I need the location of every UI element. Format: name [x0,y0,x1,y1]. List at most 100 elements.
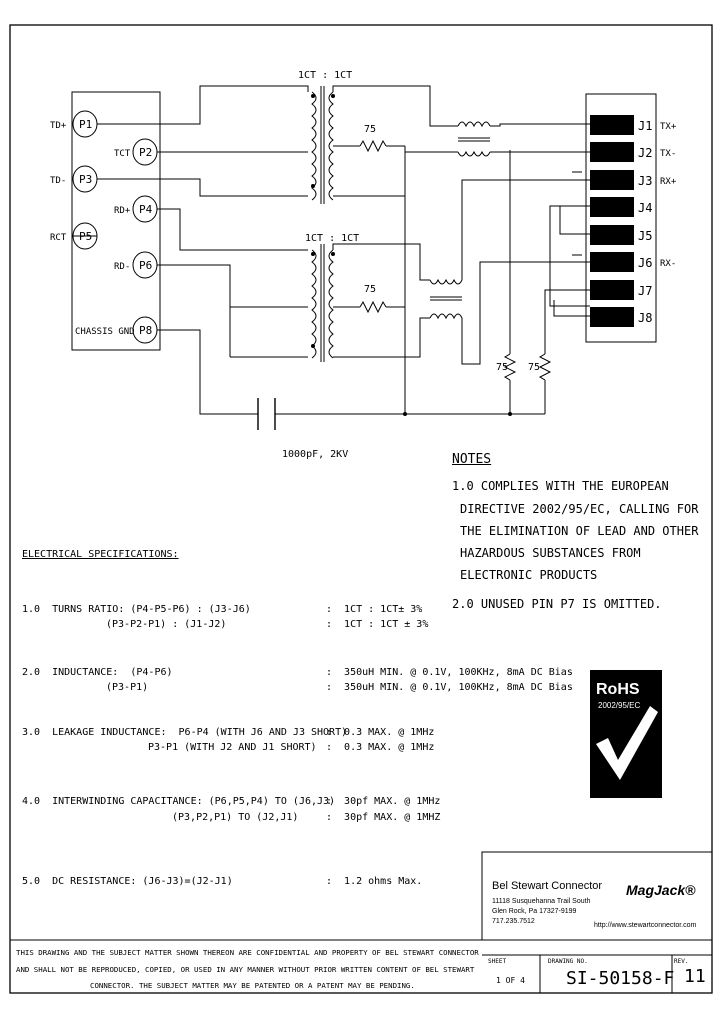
magjack-logo: MagJack® [626,882,696,898]
capacitor [257,398,276,430]
pin-p1-label: P1 [79,118,92,131]
specs-title: ELECTRICAL SPECIFICATIONS: [22,549,179,560]
tx-minus-label: TX- [660,149,676,159]
contact-j3 [590,170,634,190]
jack-j8-label: J8 [638,311,652,325]
capacitor-label: 1000pF, 2KV [282,449,348,460]
pin-p6-label: P6 [139,259,152,272]
junction-2 [508,412,512,416]
spec-2-label-2: (P3-P1) [106,682,149,693]
company-phone: 717.235.7512 [492,918,535,925]
rohs-badge: RoHS 2002/95/EC [590,670,662,798]
jack-j4-label: J4 [638,201,652,215]
jack-body [585,93,657,343]
spec-3-value: : 0.3 MAX. @ 1MHz [326,727,435,738]
title-block-frame [10,851,713,993]
tct-label: TCT [114,149,131,159]
confidential-line-2: AND SHALL NOT BE REPRODUCED, COPIED, OR … [16,965,475,974]
transformer-top [311,85,458,204]
jack-j1-label: J1 [638,119,652,133]
spec-1-value: : 1CT : 1CT± 3% [326,604,423,615]
rohs-sub: 2002/95/EC [598,701,640,710]
spec-4-value-2: : 30pf MAX. @ 1MHZ [326,812,441,823]
contact-j8 [590,307,634,327]
spec-3-label-2: P3-P1 (WITH J2 AND J1 SHORT) [148,742,317,753]
junction-1 [403,412,407,416]
rct-label: RCT [50,233,67,243]
pin-p4-label: P4 [139,203,153,216]
jack-j7-label: J7 [638,284,652,298]
spec-5-label: 5.0 DC RESISTANCE: (J6-J3)=(J2-J1) [22,876,233,887]
contact-j2 [590,142,634,162]
dot-top-3 [311,184,315,188]
wires-left [72,85,309,415]
transformer-bottom [311,243,430,362]
check-icon [596,706,658,780]
spec-1-value-2: : 1CT : 1CT ± 3% [326,619,429,630]
spec-1-label: 1.0 TURNS RATIO: (P4-P5-P6) : (J3-J6) [22,604,251,615]
spec-4-value: : 30pf MAX. @ 1MHz [326,796,441,807]
rohs-title: RoHS [596,681,640,698]
dot-top-1 [311,94,315,98]
company-url: http://www.stewartconnector.com [594,922,697,929]
td-minus-label: TD- [50,176,66,186]
note-1-line-5: ELECTRONIC PRODUCTS [460,568,598,582]
jack-j5-label: J5 [638,229,652,243]
resistor-4-label: 75 [528,362,540,373]
contact-j5 [590,225,634,245]
choke-top [405,121,590,157]
contact-j1 [590,115,634,135]
confidential-line-3: CONNECTOR. THE SUBJECT MATTER MAY BE PAT… [90,981,415,990]
rd-plus-label: RD+ [114,206,131,216]
transformer-top-label: 1CT : 1CT [298,70,352,81]
rd-minus-label: RD- [114,262,130,272]
contact-j4 [590,197,634,217]
company-address-1: 11118 Susquehanna Trail South [492,898,591,905]
td-plus-label: TD+ [50,121,67,131]
note-1-line-2: DIRECTIVE 2002/95/EC, CALLING FOR [460,502,699,516]
tx-plus-label: TX+ [660,122,677,132]
left-connector-body [71,91,161,351]
spec-4-label: 4.0 INTERWINDING CAPACITANCE: (P6,P5,P4)… [22,796,336,807]
pin-p2-label: P2 [139,146,152,159]
drawing-no-label: DRAWING NO. [548,958,588,965]
resistor-3-label: 75 [496,362,508,373]
rx-minus-label: RX- [660,259,676,269]
spec-2-value: : 350uH MIN. @ 0.1V, 100KHz, 8mA DC Bias [326,667,573,678]
note-1-line-4: HAZARDOUS SUBSTANCES FROM [460,546,641,560]
sheet-value: 1 OF 4 [496,976,525,985]
jack-j6-label: J6 [638,256,652,270]
termination-network [275,146,590,415]
spec-2-value-2: : 350uH MIN. @ 0.1V, 100KHz, 8mA DC Bias [326,682,573,693]
notes-title: NOTES [452,452,492,467]
spec-5-value: : 1.2 ohms Max. [326,876,423,887]
resistor-1-label: 75 [364,124,376,135]
chassis-gnd-label: CHASSIS GND [75,327,135,337]
dot-bot-3 [311,344,315,348]
pin-p8-label: P8 [139,324,152,337]
confidential-line-1: THIS DRAWING AND THE SUBJECT MATTER SHOW… [16,948,479,957]
sheet-label: SHEET [488,958,507,965]
note-1-line-1: 1.0 COMPLIES WITH THE EUROPEAN [452,479,669,493]
choke-bottom [429,179,590,365]
note-2: 2.0 UNUSED PIN P7 IS OMITTED. [452,597,662,611]
contact-j7 [590,280,634,300]
rev-value: 11 [684,966,706,987]
jack-j2-label: J2 [638,146,652,160]
spec-1-label-2: (P3-P2-P1) : (J1-J2) [106,619,227,630]
pin-p3-label: P3 [79,173,92,186]
spec-3-label: 3.0 LEAKAGE INDUCTANCE: P6-P4 (WITH J6 A… [22,727,348,738]
transformer-bottom-label: 1CT : 1CT [305,233,359,244]
jack-contacts [590,115,634,327]
page-border [9,24,713,994]
company-address-2: Glen Rock, Pa 17327-9199 [492,908,577,915]
drawing-no-value: SI-50158-F [566,968,675,989]
resistor-2-label: 75 [364,284,376,295]
rx-plus-label: RX+ [660,177,677,187]
rev-label: REV. [674,958,689,965]
contact-j6 [590,252,634,272]
spec-2-label: 2.0 INDUCTANCE: (P4-P6) [22,667,173,678]
note-1-line-3: THE ELIMINATION OF LEAD AND OTHER [460,524,699,538]
company-name: Bel Stewart Connector [492,880,603,892]
